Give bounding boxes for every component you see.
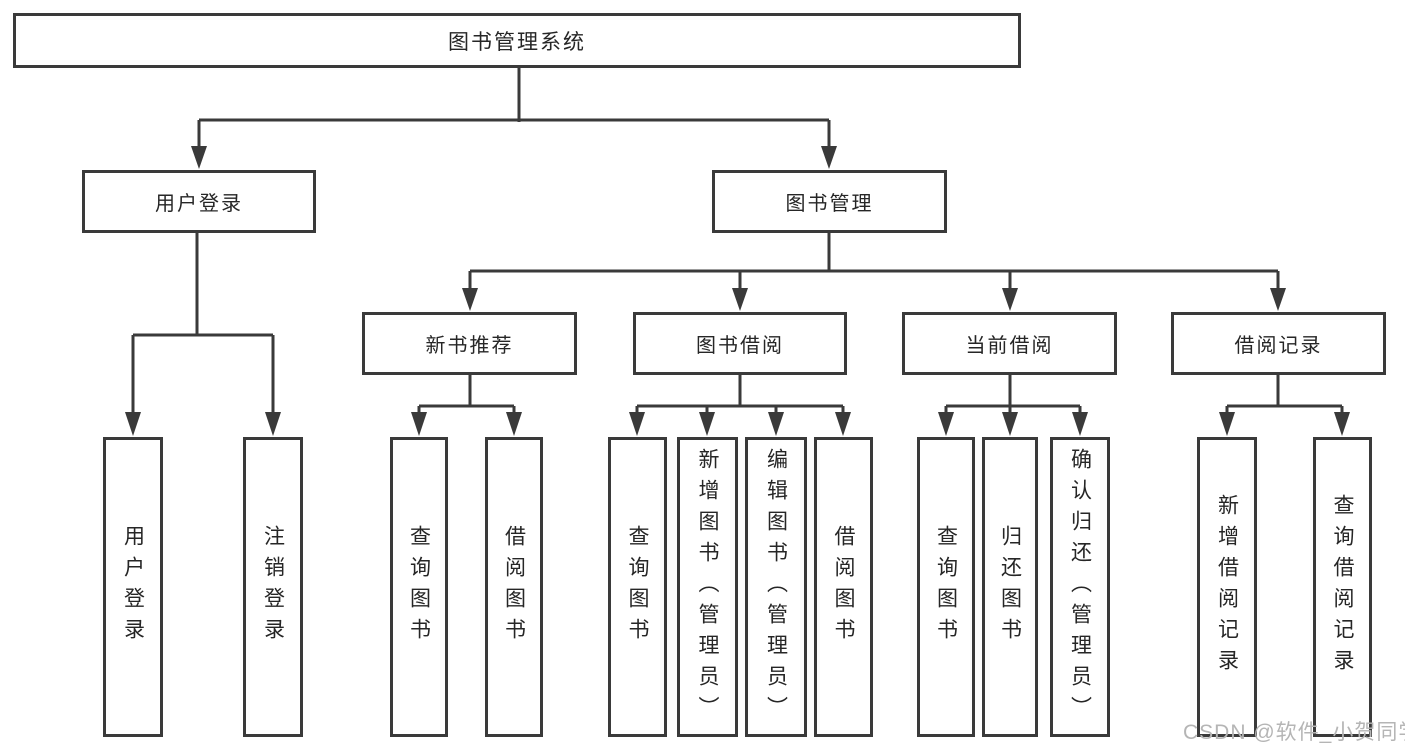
node-new-book-recommend-label: 新书推荐 — [425, 335, 514, 357]
watermark: CSDN @软件_小贺同学 — [1183, 721, 1405, 744]
node-system: 图书管理系统 — [13, 13, 1021, 68]
node-book-management: 图书管理 — [712, 170, 947, 233]
node-borrow-books-recommend: 借阅图书 — [485, 437, 543, 737]
node-borrow-records-label: 借阅记录 — [1234, 335, 1323, 357]
node-current-borrow: 当前借阅 — [902, 312, 1117, 375]
node-user-login-leaf: 用户登录 — [103, 437, 163, 737]
node-confirm-return-admin: 确认归还（管理员） — [1050, 437, 1110, 737]
node-system-label: 图书管理系统 — [448, 30, 586, 54]
node-user-login-label: 用户登录 — [155, 193, 243, 215]
node-book-borrow-label: 图书借阅 — [696, 335, 784, 357]
node-user-login: 用户登录 — [82, 170, 316, 233]
node-borrow-books-leaf: 借阅图书 — [814, 437, 873, 737]
node-add-book-admin: 新增图书（管理员） — [677, 437, 738, 737]
node-query-books-borrow: 查询图书 — [608, 437, 667, 737]
node-book-management-label: 图书管理 — [785, 193, 874, 215]
node-book-borrow: 图书借阅 — [633, 312, 847, 375]
tree-edges — [131, 68, 1344, 414]
node-return-books: 归还图书 — [982, 437, 1038, 737]
node-query-borrow-record: 查询借阅记录 — [1313, 437, 1372, 737]
node-query-books-current: 查询图书 — [917, 437, 975, 737]
node-current-borrow-label: 当前借阅 — [965, 335, 1054, 357]
node-new-book-recommend: 新书推荐 — [362, 312, 577, 375]
arrowheads — [125, 146, 1350, 436]
node-query-books-recommend: 查询图书 — [390, 437, 448, 737]
node-edit-book-admin: 编辑图书（管理员） — [745, 437, 807, 737]
node-add-borrow-record: 新增借阅记录 — [1197, 437, 1257, 737]
node-logout: 注销登录 — [243, 437, 303, 737]
node-borrow-records: 借阅记录 — [1171, 312, 1386, 375]
